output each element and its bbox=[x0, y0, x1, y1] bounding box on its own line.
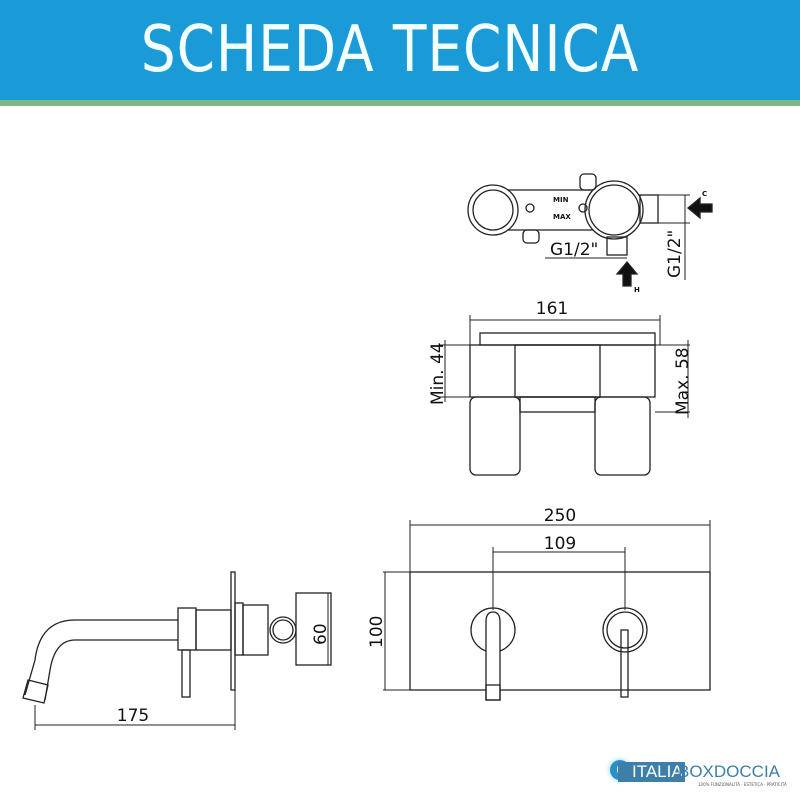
side-view: 60 175 bbox=[22, 571, 332, 730]
page-title: SCHEDA TECNICA bbox=[140, 13, 640, 87]
width-dim: 161 bbox=[536, 299, 568, 319]
inlet-c-dim: G1/2" bbox=[665, 230, 685, 278]
min-depth-dim: Min. 44 bbox=[428, 342, 448, 405]
header-banner bbox=[0, 0, 800, 101]
front-view: 250 109 100 bbox=[367, 506, 711, 701]
logo-text-boxdoccia: BOXDOCCIA bbox=[678, 762, 781, 781]
height-60-dim: 60 bbox=[311, 623, 331, 645]
spout-length-dim: 175 bbox=[117, 706, 149, 726]
arrow-hot-icon bbox=[615, 260, 639, 287]
inlet-h-dim: G1/2" bbox=[550, 240, 598, 260]
body-view: 161 Min. 44 Max. 58 bbox=[428, 299, 693, 476]
plate-width-dim: 250 bbox=[544, 506, 576, 526]
hot-label: H bbox=[634, 286, 640, 294]
max-label: MAX bbox=[553, 213, 571, 221]
cold-label: C bbox=[702, 190, 707, 198]
arrow-cold-icon bbox=[686, 196, 713, 220]
max-depth-dim: Max. 58 bbox=[673, 347, 693, 415]
min-label: MIN bbox=[553, 196, 569, 204]
plate-height-dim: 100 bbox=[367, 616, 387, 648]
header-stripe bbox=[0, 100, 800, 106]
top-view: MIN MAX G1/2" G1/2" C H bbox=[467, 173, 713, 294]
logo-text-italia: ITALIA bbox=[618, 762, 685, 782]
logo-tagline: 100% FUNZIONALITÀ · ESTETICA · PRATICITÀ bbox=[698, 782, 787, 787]
axis-distance-dim: 109 bbox=[544, 534, 576, 554]
brand-logo: ITALIA BOXDOCCIA 100% FUNZIONALITÀ · EST… bbox=[600, 756, 800, 796]
